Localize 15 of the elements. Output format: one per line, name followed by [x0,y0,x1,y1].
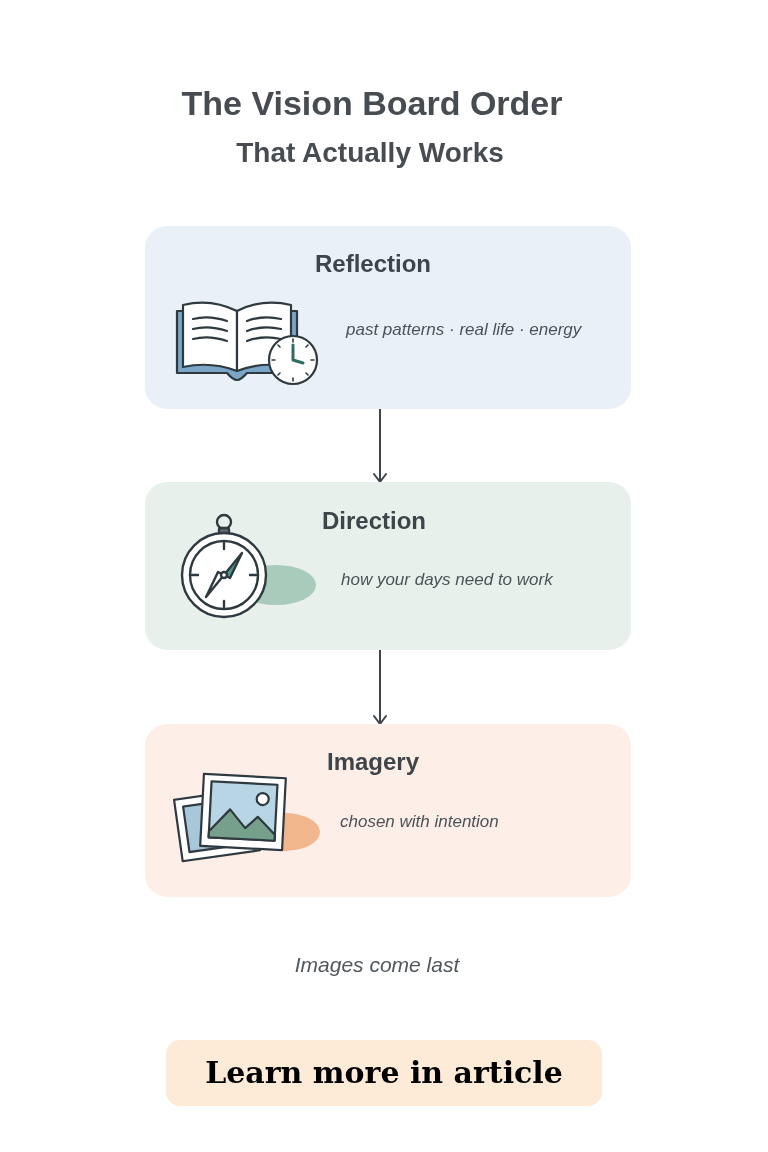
step-card [145,724,631,897]
step-heading: Direction [322,507,426,535]
step-card [145,482,631,650]
step-description: how your days need to work [341,569,553,591]
arrow [373,649,387,725]
note-text: Images come last [294,952,460,978]
step-card [145,226,631,409]
step-heading: Imagery [327,748,420,776]
learn-more-button: Learn more in article [166,1040,602,1106]
subtitle: That Actually Works [236,136,504,170]
arrow [373,408,387,483]
step-description: past patterns · real life · energy [346,319,582,341]
title: The Vision Board Order [180,83,564,124]
step-heading: Reflection [315,250,431,278]
step-description: chosen with intention [340,811,499,833]
